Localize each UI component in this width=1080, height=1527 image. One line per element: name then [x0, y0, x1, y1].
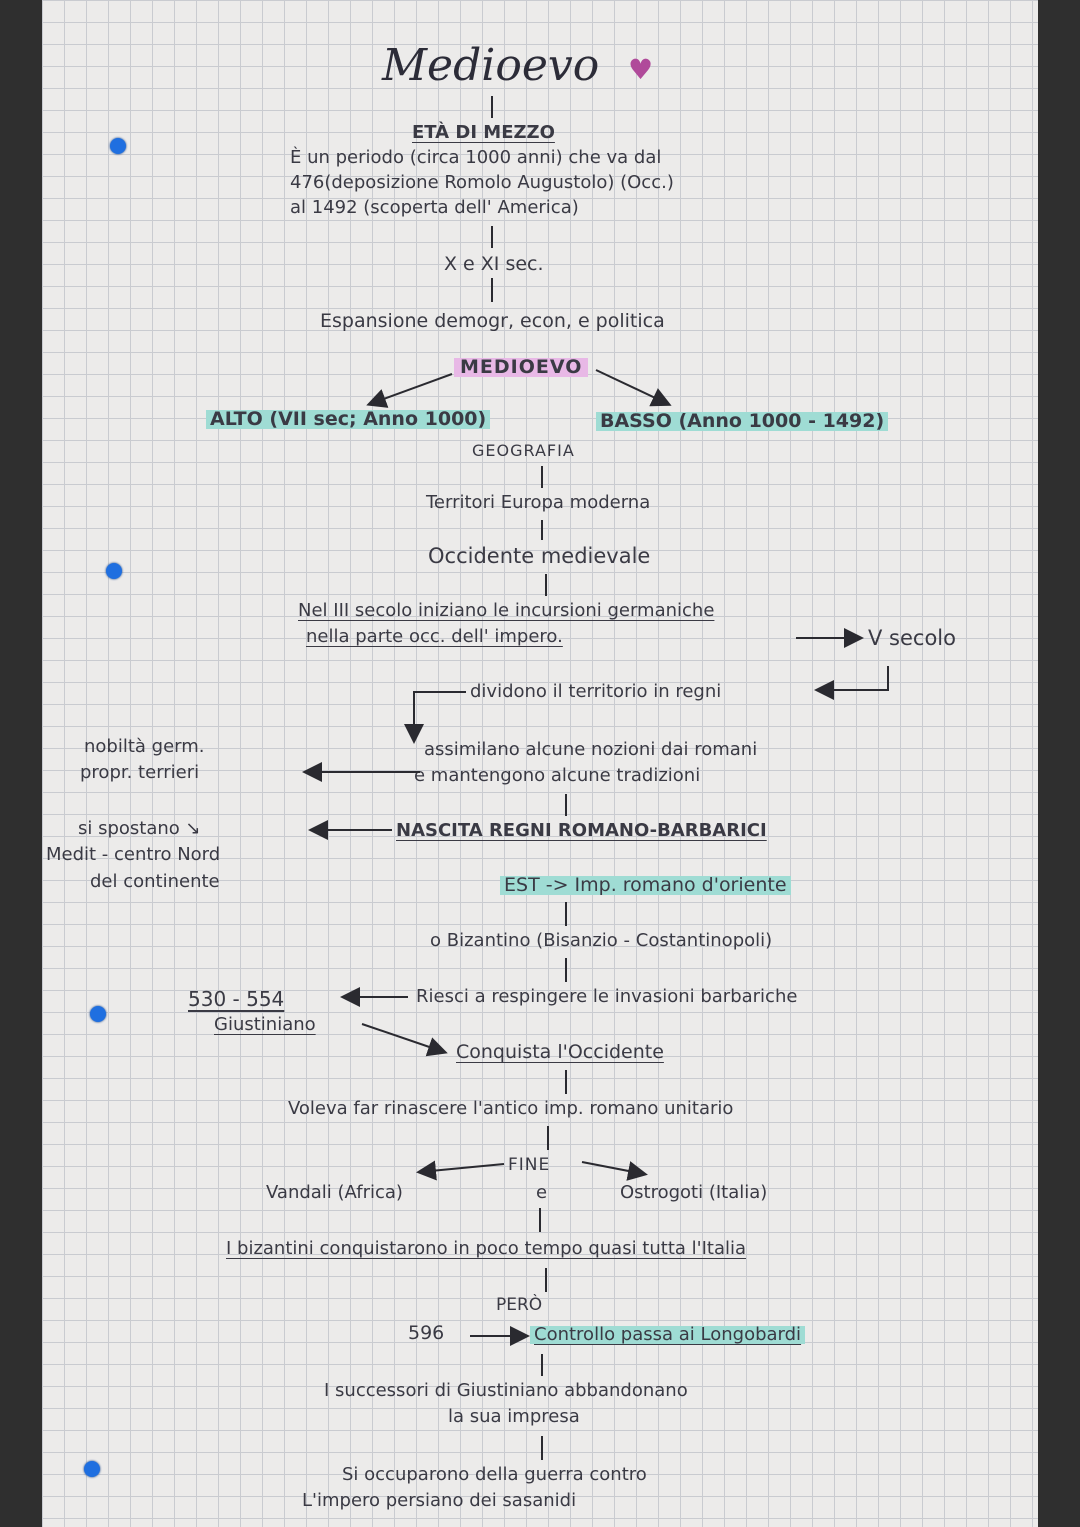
assimilano-line-1: assimilano alcune nozioni dai romani: [424, 739, 758, 760]
arrow-to-basso: [595, 369, 672, 407]
incursioni-line-2: nella parte occ. dell' impero.: [306, 626, 563, 647]
pero-label: PERÒ: [496, 1295, 543, 1315]
heart-icon: ♥: [628, 53, 654, 86]
occuparono-line-2: L'impero persiano dei sasanidi: [302, 1490, 577, 1511]
page-title: Medioevo: [382, 40, 600, 91]
arrow-to-alto: [366, 373, 453, 408]
occuparono-line-1: Si occuparono della guerra contro: [342, 1464, 647, 1485]
bizantini-label: I bizantini conquistarono in poco tempo …: [226, 1238, 747, 1259]
spostano-line-1: si spostano ↘: [78, 818, 201, 839]
subtitle: ETÀ DI MEZZO: [412, 122, 555, 143]
nobilta-line-1: nobiltà germ.: [84, 736, 205, 757]
arrow-v-secolo-to-dividono: [814, 666, 889, 700]
assimilano-line-2: e mantengono alcune tradizioni: [414, 765, 701, 786]
expansion-label: Espansione demogr, econ, e politica: [320, 310, 665, 332]
controllo-label: Controllo passa ai Longobardi: [530, 1326, 806, 1344]
arrow-to-conquista: [361, 1023, 448, 1057]
giustiniano-label: Giustiniano: [214, 1014, 316, 1035]
intro-line-1: È un periodo (circa 1000 anni) che va da…: [290, 147, 662, 168]
arrow-fine-left: [416, 1160, 505, 1181]
binder-hole-4: [84, 1461, 100, 1477]
giustiniano-date: 530 - 554: [188, 987, 285, 1011]
conquista-label: Conquista l'Occidente: [456, 1041, 664, 1063]
arrow-fine-right: [581, 1161, 648, 1181]
ostrogoti-label: Ostrogoti (Italia): [620, 1182, 768, 1203]
intro-line-3: al 1492 (scoperta dell' America): [290, 197, 579, 218]
year-596: 596: [408, 1322, 445, 1344]
binder-hole-3: [90, 1006, 106, 1022]
spostano-line-2: Medit - centro Nord: [46, 844, 221, 865]
binder-hole-1: [110, 138, 126, 154]
nascita-label: NASCITA REGNI ROMANO-BARBARICI: [396, 820, 767, 841]
century-label: X e XI sec.: [444, 253, 544, 275]
basso-label: BASSO (Anno 1000 - 1492): [596, 412, 889, 431]
incursioni-line-1: Nel III secolo iniziano le incursioni ge…: [298, 600, 715, 621]
voleva-label: Voleva far rinascere l'antico imp. roman…: [288, 1098, 734, 1119]
occidente-label: Occidente medievale: [428, 544, 651, 568]
notebook-page: [42, 0, 1038, 1527]
binder-hole-2: [106, 563, 122, 579]
v-secolo-label: V secolo: [868, 626, 956, 650]
riesce-label: Riesci a respingere le invasioni barbari…: [416, 986, 798, 1007]
arrow-dividono-to-assimilano: [404, 691, 466, 744]
est-label: EST -> Imp. romano d'oriente: [500, 876, 791, 895]
geografia-label: GEOGRAFIA: [472, 441, 575, 460]
successori-line-1: I successori di Giustiniano abbandonano: [324, 1380, 688, 1401]
spostano-line-3: del continente: [90, 871, 220, 892]
fine-label: FINE: [508, 1155, 551, 1175]
intro-line-2: 476(deposizione Romolo Augustolo) (Occ.): [290, 172, 674, 193]
vandali-label: Vandali (Africa): [266, 1182, 403, 1203]
e-label: e: [536, 1182, 548, 1203]
dividono-label: dividono il territorio in regni: [470, 681, 722, 702]
medioevo-label: MEDIOEVO: [454, 358, 589, 377]
successori-line-2: la sua impresa: [448, 1406, 580, 1427]
bizantino-label: o Bizantino (Bisanzio - Costantinopoli): [430, 930, 773, 951]
territori-label: Territori Europa moderna: [426, 492, 651, 513]
alto-label: ALTO (VII sec; Anno 1000): [206, 410, 491, 429]
nobilta-line-2: propr. terrieri: [80, 762, 200, 783]
